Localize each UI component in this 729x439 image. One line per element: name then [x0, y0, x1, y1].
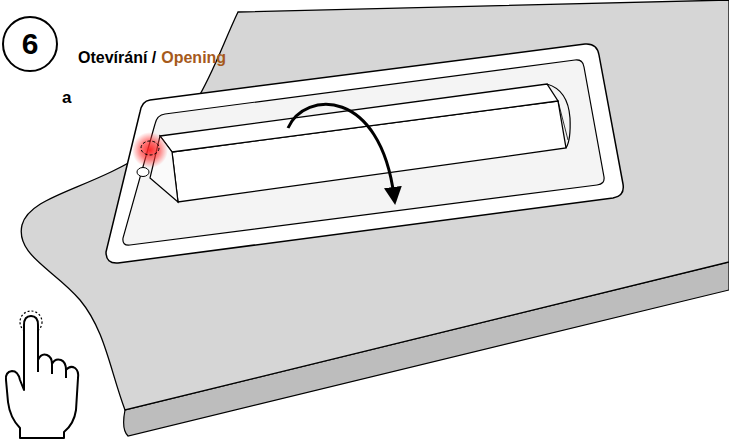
push-button [141, 141, 159, 155]
hand-icon [6, 311, 78, 438]
socket-end-line [558, 101, 568, 140]
socket-end [547, 84, 570, 148]
step-number: 6 [22, 29, 39, 59]
frame-opening [123, 60, 604, 245]
button-hole [137, 168, 149, 177]
heading-czech: Otevírání / [78, 49, 156, 67]
countertop-surface [21, 0, 729, 410]
sub-step-letter: a [62, 88, 71, 108]
button-glow [132, 132, 168, 168]
socket-frame [106, 44, 623, 263]
step-circle: 6 [1, 15, 59, 73]
rotation-arrow [288, 104, 394, 196]
heading-english: Opening [161, 49, 226, 67]
